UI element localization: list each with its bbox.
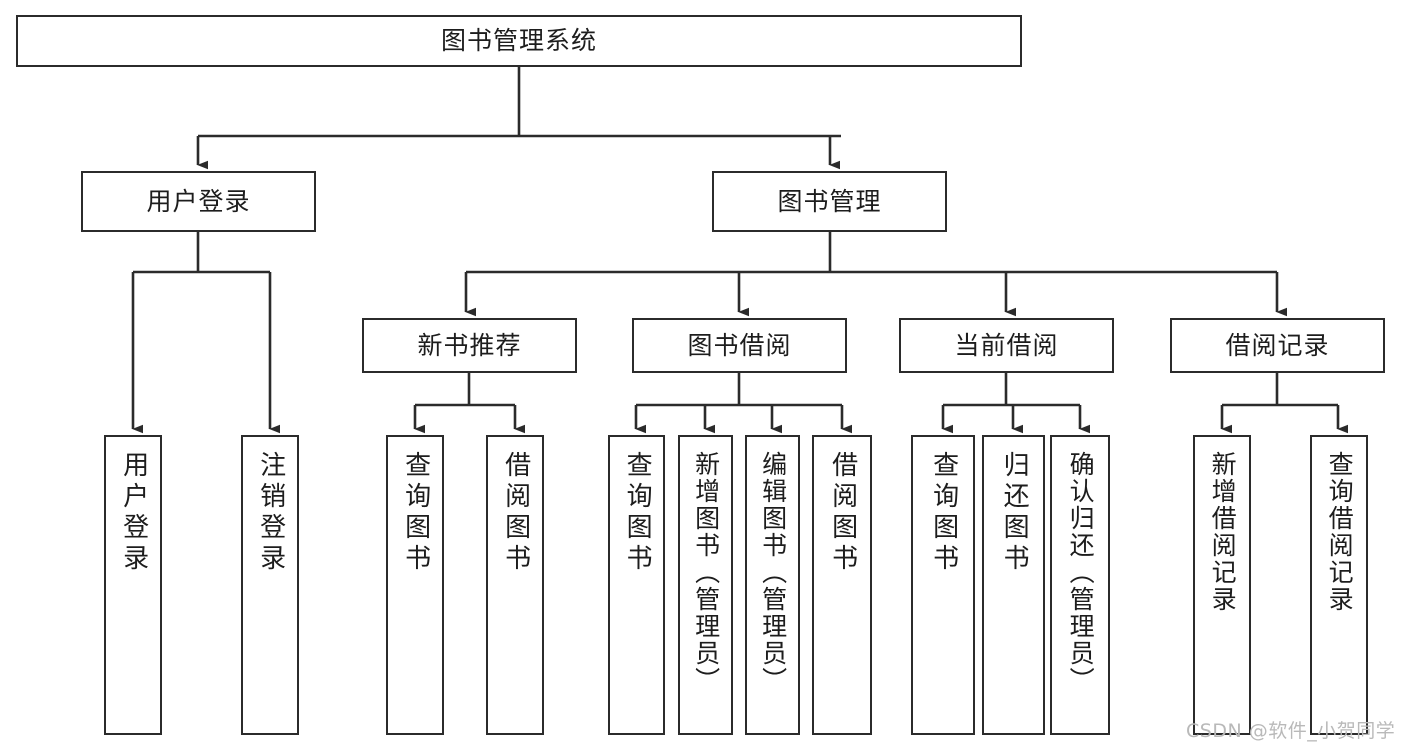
node-leaf-add-borrow-record[interactable]: 新增借阅记录	[1193, 435, 1251, 735]
node-leaf-return-book[interactable]: 归还图书	[982, 435, 1045, 735]
node-label: 图书借阅	[687, 330, 792, 360]
node-leaf-add-book-admin[interactable]: 新增图书（管理员）	[678, 435, 733, 735]
node-current-borrow[interactable]: 当前借阅	[899, 318, 1114, 373]
node-label: 新书推荐	[417, 330, 522, 360]
node-label: 查询图书	[400, 451, 431, 575]
node-leaf-logout[interactable]: 注销登录	[241, 435, 299, 735]
node-user-login[interactable]: 用户登录	[81, 171, 316, 232]
node-book-borrow[interactable]: 图书借阅	[632, 318, 847, 373]
node-label: 新增图书（管理员）	[691, 451, 721, 694]
node-borrow-records[interactable]: 借阅记录	[1170, 318, 1385, 373]
node-leaf-confirm-return-admin[interactable]: 确认归还（管理员）	[1050, 435, 1110, 735]
node-leaf-edit-book-admin[interactable]: 编辑图书（管理员）	[745, 435, 800, 735]
node-label: 归还图书	[999, 451, 1030, 575]
node-label: 编辑图书（管理员）	[758, 451, 788, 694]
node-label: 借阅图书	[500, 451, 531, 575]
node-leaf-query-book-borrow[interactable]: 查询图书	[608, 435, 665, 735]
node-leaf-query-book-current[interactable]: 查询图书	[911, 435, 975, 735]
node-leaf-query-borrow-record[interactable]: 查询借阅记录	[1310, 435, 1368, 735]
node-label: 用户登录	[146, 186, 251, 216]
node-leaf-user-login[interactable]: 用户登录	[104, 435, 162, 735]
node-label: 借阅图书	[827, 451, 858, 575]
node-label: 注销登录	[255, 451, 286, 575]
node-label: 图书管理系统	[440, 26, 597, 56]
watermark-text: CSDN @软件_小贺同学	[1186, 720, 1396, 742]
node-leaf-borrow-book-recommend[interactable]: 借阅图书	[486, 435, 544, 735]
node-leaf-borrow-book[interactable]: 借阅图书	[812, 435, 872, 735]
node-label: 查询图书	[622, 451, 653, 575]
node-label: 新增借阅记录	[1208, 451, 1238, 613]
node-label: 查询图书	[928, 451, 959, 575]
node-label: 用户登录	[118, 451, 149, 575]
node-book-management[interactable]: 图书管理	[712, 171, 947, 232]
node-label: 图书管理	[777, 186, 882, 216]
node-label: 查询借阅记录	[1325, 451, 1355, 613]
node-label: 当前借阅	[954, 330, 1059, 360]
node-leaf-query-book-recommend[interactable]: 查询图书	[386, 435, 444, 735]
node-new-book-recommend[interactable]: 新书推荐	[362, 318, 577, 373]
node-label: 借阅记录	[1225, 330, 1330, 360]
node-root-book-management-system[interactable]: 图书管理系统	[16, 15, 1022, 67]
node-label: 确认归还（管理员）	[1066, 451, 1096, 694]
